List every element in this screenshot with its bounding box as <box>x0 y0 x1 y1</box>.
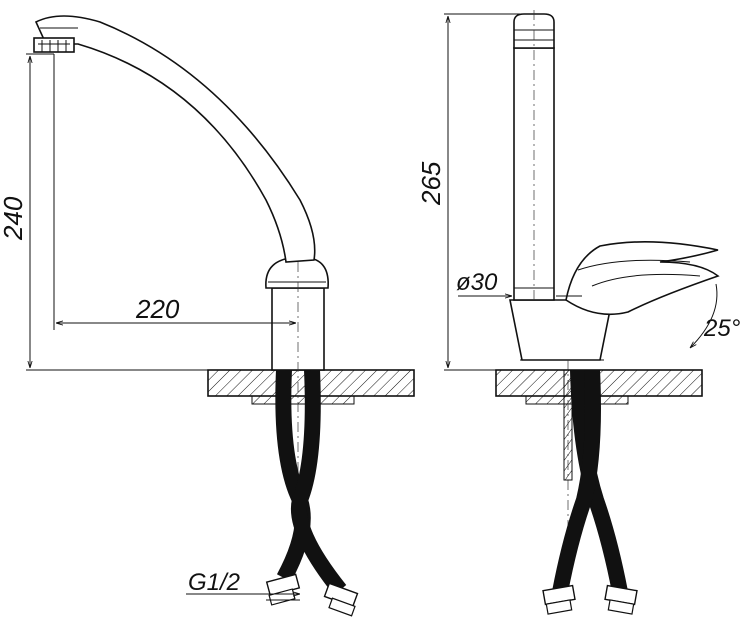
hose-nut-left-b <box>323 582 359 617</box>
spout-left <box>34 15 316 263</box>
hose-nut-right-a <box>542 584 576 615</box>
lever-handle-right <box>565 241 720 316</box>
dim-thread-label: G1/2 <box>188 569 240 596</box>
dim-240-label: 240 <box>0 196 28 241</box>
washer-left <box>251 395 355 405</box>
side-view: 240 220 G1/2 <box>0 15 415 617</box>
dim-diameter-label: ø30 <box>456 269 498 296</box>
dim-220-label: 220 <box>135 294 180 324</box>
dim-265-label: 265 <box>416 161 446 206</box>
base-collar-left <box>265 257 329 289</box>
dim-angle-label: 25° <box>703 315 741 342</box>
mounting-stud-right <box>563 369 573 481</box>
front-view: 265 ø30 25° <box>416 10 741 615</box>
hose-nut-right-b <box>604 584 638 615</box>
aerator-left <box>33 37 75 53</box>
